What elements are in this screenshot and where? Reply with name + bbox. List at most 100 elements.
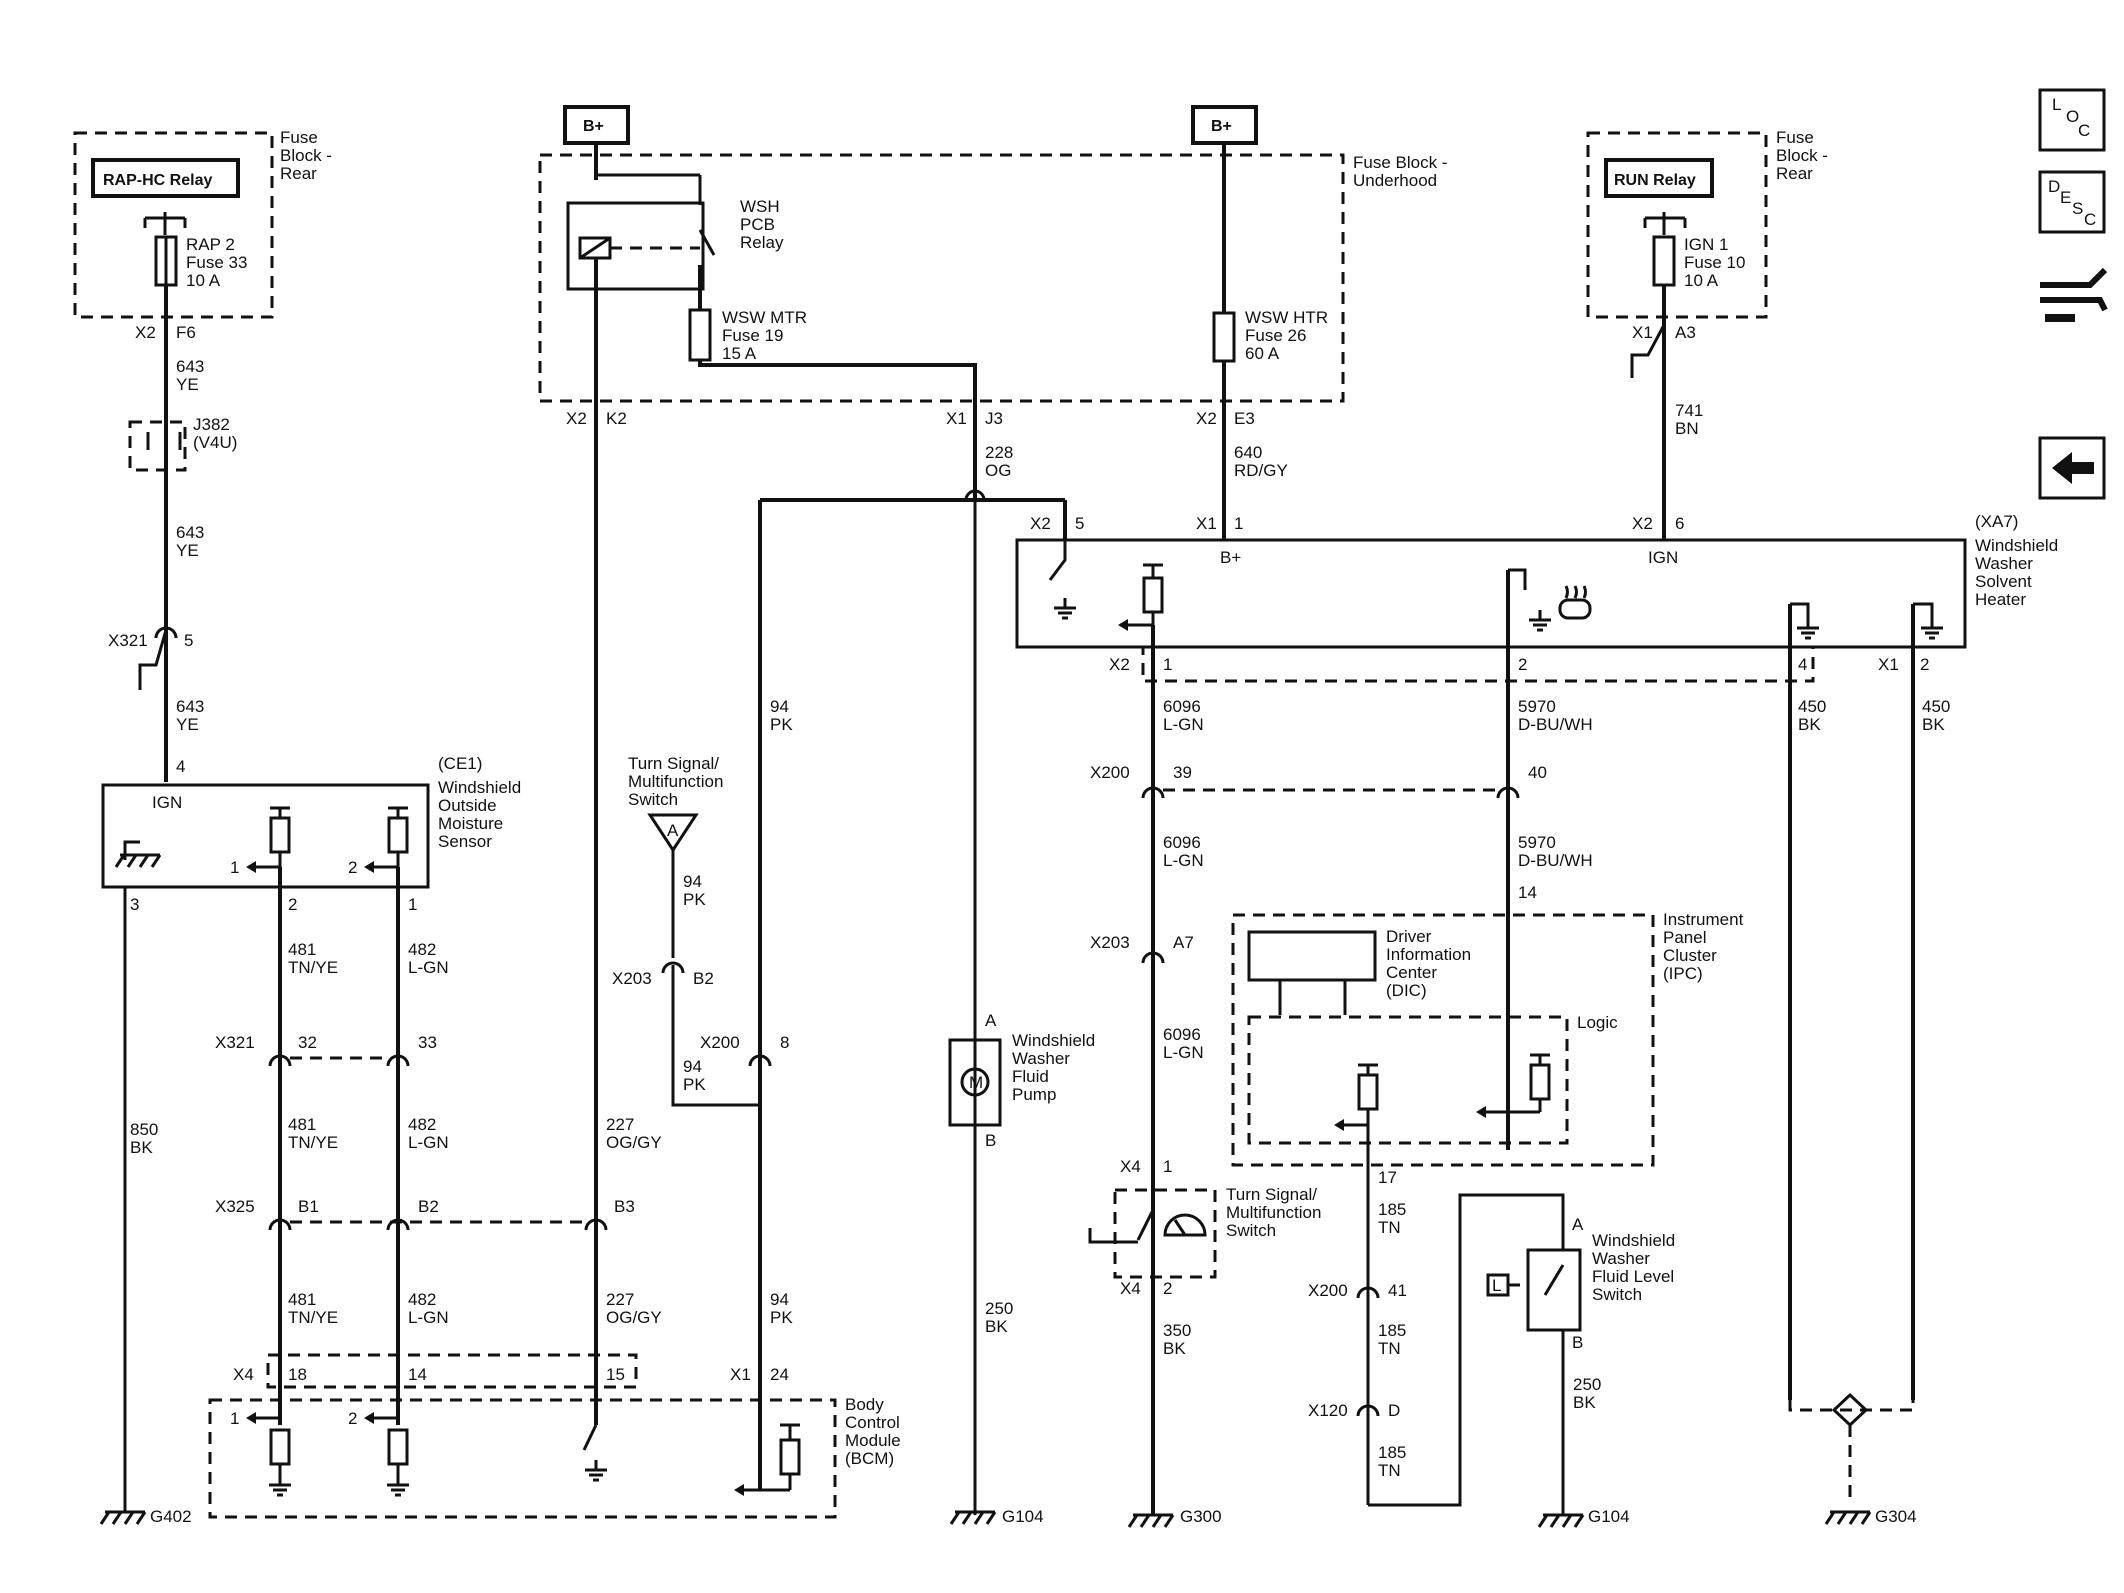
svg-text:X4: X4: [233, 1365, 254, 1384]
svg-text:IGN: IGN: [1648, 548, 1678, 567]
svg-text:YE: YE: [176, 541, 199, 560]
svg-text:(V4U): (V4U): [193, 433, 237, 452]
turn-signal-a-triangle: [647, 813, 699, 853]
svg-text:Multifunction: Multifunction: [628, 772, 723, 791]
svg-text:2: 2: [1518, 655, 1527, 674]
svg-text:X120: X120: [1308, 1401, 1348, 1420]
svg-text:185: 185: [1378, 1200, 1406, 1219]
svg-text:X2: X2: [1109, 655, 1130, 674]
svg-text:94: 94: [770, 1290, 789, 1309]
desc-icon[interactable]: [2038, 170, 2106, 234]
connector-icon[interactable]: [2040, 267, 2108, 322]
svg-text:X325: X325: [215, 1197, 255, 1216]
svg-text:L: L: [1492, 1276, 1501, 1295]
svg-text:5: 5: [184, 631, 193, 650]
svg-text:227: 227: [606, 1115, 634, 1134]
svg-text:3: 3: [130, 895, 139, 914]
svg-text:481: 481: [288, 940, 316, 959]
svg-text:94: 94: [683, 1057, 702, 1076]
svg-text:482: 482: [408, 1290, 436, 1309]
svg-text:X1: X1: [946, 409, 967, 428]
svg-text:(BCM): (BCM): [845, 1449, 894, 1468]
svg-text:Washer: Washer: [1975, 554, 2033, 573]
svg-text:1: 1: [408, 895, 417, 914]
svg-text:185: 185: [1378, 1321, 1406, 1340]
svg-text:PCB: PCB: [740, 215, 775, 234]
svg-text:X203: X203: [1090, 933, 1130, 952]
svg-text:B: B: [985, 1131, 996, 1150]
svg-text:Body: Body: [845, 1395, 884, 1414]
svg-text:185: 185: [1378, 1443, 1406, 1462]
svg-text:Center: Center: [1386, 963, 1437, 982]
svg-text:X200: X200: [1090, 763, 1130, 782]
logic-box: [1247, 1015, 1569, 1145]
svg-text:Windshield: Windshield: [1012, 1031, 1095, 1050]
svg-text:C: C: [2084, 210, 2096, 229]
fuse-wsw-htr: [1212, 311, 1236, 363]
svg-text:X1: X1: [1878, 655, 1899, 674]
fuse-rap2-amp: 10 A: [186, 271, 221, 290]
svg-text:G104: G104: [1588, 1507, 1630, 1526]
bplus-label-2: B+: [1211, 118, 1232, 135]
svg-text:M: M: [969, 1073, 983, 1092]
svg-text:14: 14: [1518, 883, 1537, 902]
svg-text:482: 482: [408, 940, 436, 959]
svg-text:5970: 5970: [1518, 697, 1556, 716]
svg-text:Driver: Driver: [1386, 927, 1432, 946]
svg-text:450: 450: [1922, 697, 1950, 716]
fuse-block-rear-right: [1586, 131, 1768, 319]
svg-text:450: 450: [1798, 697, 1826, 716]
svg-text:L-GN: L-GN: [1163, 715, 1204, 734]
svg-text:250: 250: [1573, 1375, 1601, 1394]
svg-text:18: 18: [288, 1365, 307, 1384]
svg-text:(CE1): (CE1): [438, 754, 482, 773]
ce1-sensor-box: [101, 783, 430, 889]
back-arrow-icon[interactable]: [2038, 436, 2106, 500]
svg-text:643: 643: [176, 523, 204, 542]
svg-text:6: 6: [1675, 514, 1684, 533]
svg-text:1: 1: [1163, 1157, 1172, 1176]
svg-text:Cluster: Cluster: [1663, 946, 1717, 965]
svg-text:Outside: Outside: [438, 796, 497, 815]
svg-text:X1: X1: [1196, 514, 1217, 533]
svg-text:1: 1: [230, 858, 239, 877]
svg-text:BK: BK: [130, 1138, 153, 1157]
svg-text:Block -: Block -: [280, 146, 332, 165]
svg-text:B1: B1: [298, 1197, 319, 1216]
svg-text:PK: PK: [683, 890, 706, 909]
loc-icon[interactable]: [2038, 88, 2106, 152]
svg-text:Sensor: Sensor: [438, 832, 492, 851]
svg-text:94: 94: [770, 697, 789, 716]
svg-text:741: 741: [1675, 401, 1703, 420]
svg-text:14: 14: [408, 1365, 427, 1384]
svg-text:BN: BN: [1675, 419, 1699, 438]
svg-text:6096: 6096: [1163, 833, 1201, 852]
svg-text:Turn Signal/: Turn Signal/: [1226, 1185, 1317, 1204]
svg-text:227: 227: [606, 1290, 634, 1309]
svg-text:2: 2: [348, 858, 357, 877]
svg-text:L: L: [2052, 95, 2061, 114]
svg-text:2: 2: [1920, 655, 1929, 674]
svg-text:B2: B2: [418, 1197, 439, 1216]
svg-text:OG/GY: OG/GY: [606, 1133, 662, 1152]
svg-text:RD/GY: RD/GY: [1234, 461, 1288, 480]
svg-text:A: A: [985, 1011, 997, 1030]
svg-text:G300: G300: [1180, 1507, 1222, 1526]
svg-text:OG: OG: [985, 461, 1011, 480]
svg-text:6096: 6096: [1163, 1025, 1201, 1044]
svg-text:Logic: Logic: [1577, 1013, 1618, 1032]
svg-text:X4: X4: [1120, 1279, 1141, 1298]
bplus-label-1: B+: [583, 118, 604, 135]
svg-text:X2: X2: [1196, 409, 1217, 428]
svg-text:PK: PK: [770, 1308, 793, 1327]
svg-text:4: 4: [176, 757, 185, 776]
svg-text:228: 228: [985, 443, 1013, 462]
svg-text:OG/GY: OG/GY: [606, 1308, 662, 1327]
svg-text:PK: PK: [683, 1075, 706, 1094]
svg-text:643: 643: [176, 697, 204, 716]
svg-text:X321: X321: [108, 631, 148, 650]
svg-text:Relay: Relay: [740, 233, 784, 252]
level-switch-box: [1526, 1248, 1582, 1332]
svg-text:350: 350: [1163, 1321, 1191, 1340]
